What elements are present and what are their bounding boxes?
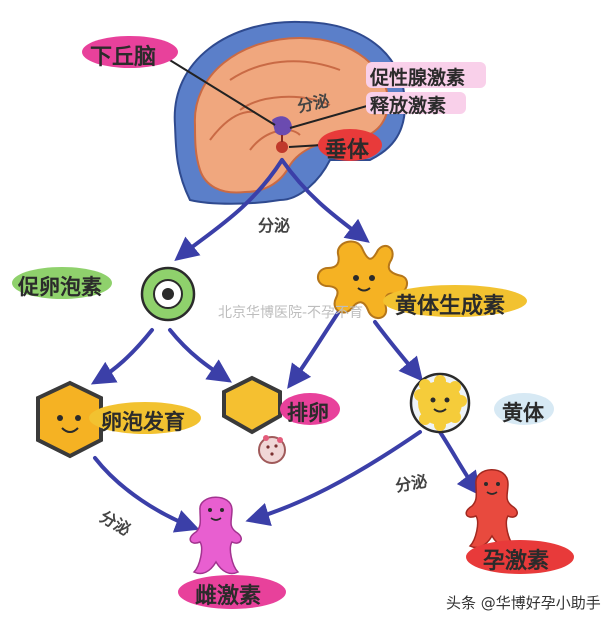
- arrow-follicle-to-estrogen: [93, 456, 200, 533]
- secrete-label-mid: 分泌: [258, 216, 291, 235]
- fsh-cell: [140, 266, 196, 322]
- hypothalamus-tag-bg: [82, 36, 178, 68]
- hypothalamus-region: [272, 116, 292, 136]
- lh-tag-bg: [383, 285, 527, 317]
- egg-cell-shape: [258, 435, 286, 464]
- corpus-luteum-shape: [409, 372, 471, 434]
- arrow-lh-to-corpus: [373, 320, 424, 382]
- estrogen-tag-bg: [178, 575, 286, 609]
- hypothalamus-leader: [159, 53, 276, 126]
- fsh-label: 促卵泡素: [18, 275, 102, 299]
- hypothalamus-label: 下丘脑: [90, 45, 157, 70]
- ovulation-tag-bg: [280, 393, 340, 425]
- flow-arrows: [90, 158, 481, 533]
- ovulation-label: 排卵: [287, 401, 329, 425]
- gnrh-label-line1: 促性腺激素: [370, 67, 466, 89]
- gnrh-tag-bg-2: [366, 92, 466, 114]
- gnrh-label-line2: 释放激素: [370, 95, 447, 117]
- follicle-hexagon-shape: [36, 380, 103, 459]
- arrow-fsh-to-ovulation: [168, 328, 232, 383]
- follicle-tag-bg: [89, 402, 201, 434]
- arrow-corpus-to-estrogen: [245, 430, 422, 526]
- arrow-pituitary-to-fsh: [174, 158, 284, 262]
- pituitary-label: 垂体: [325, 138, 370, 163]
- estrogen-figure: [189, 496, 242, 575]
- estrogen-label: 雌激素: [195, 584, 262, 609]
- center-watermark: 北京华博医院-不孕不育: [218, 305, 364, 321]
- pituitary-gland: [276, 141, 288, 153]
- corpus-tag-bg: [494, 393, 554, 425]
- arrow-fsh-to-follicle: [90, 328, 154, 385]
- corpus-luteum-label: 黄体: [502, 401, 544, 425]
- pituitary-leader: [288, 144, 323, 148]
- arrow-corpus-to-progesterone: [438, 430, 481, 496]
- footer-watermark: 头条 @华博好孕小助手: [446, 594, 601, 612]
- fsh-tag-bg: [12, 267, 112, 299]
- progesterone-label: 孕激素: [483, 549, 550, 574]
- pituitary-tag-bg: [318, 129, 382, 161]
- ovulation-hexagon-shape: [222, 375, 282, 435]
- gnrh-tag-bg: [366, 62, 486, 88]
- lh-label: 黄体生成素: [395, 294, 506, 319]
- follicle-dev-label: 卵泡发育: [101, 410, 185, 434]
- arrow-pituitary-to-lh: [280, 158, 370, 243]
- arrow-lh-to-ovulation: [287, 308, 342, 389]
- progesterone-figure: [465, 469, 518, 549]
- progesterone-tag-bg: [466, 540, 574, 574]
